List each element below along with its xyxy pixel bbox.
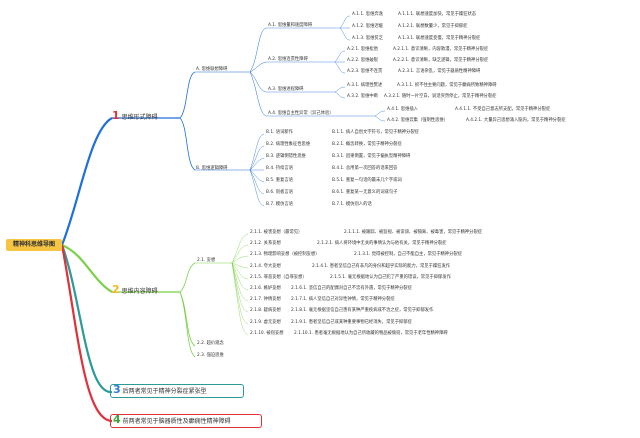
node-B7: B.7. 模仿言语 <box>266 202 293 207</box>
node-A3-2: A.3.2. 思维中断 <box>347 94 378 99</box>
node-2-1-4: 2.1.4. 夸大妄想 <box>250 264 281 269</box>
node-B2-1: B.2.1. 概念转换，常见于精神分裂症 <box>332 142 402 147</box>
node-B3-1: B.3.1. 因果倒置，常见于偏执型精神障碍 <box>332 154 411 159</box>
node-2-1-6: 2.1.6. 嫉妒妄想 <box>250 286 281 291</box>
branch-2: 2 思维内容障碍 <box>112 283 158 296</box>
node-A2-3: A.2.3. 思维不连贯 <box>347 69 383 74</box>
node-A3-2-1: A.3.2.1. 随时一片空白，说话突然停止，常见于精神分裂症 <box>384 94 497 99</box>
node-B5-1: B.5.1. 重复一句话的最末几个字或词 <box>332 178 402 183</box>
node-B3: B.3. 逻辑倒错性思维 <box>266 154 306 159</box>
node-2-1-1: 2.1.1. 被害妄想（最常见） <box>250 230 303 235</box>
node-2-1-2: 2.1.2. 关系妄想 <box>250 241 281 246</box>
node-A: A. 思维联想障碍 <box>196 67 228 72</box>
node-A3-1: A.3.1. 病理性赘述 <box>347 83 383 88</box>
branch-1-number: 1 <box>112 109 120 122</box>
node-A4-2: A.4.2. 思维云集（强制性思维） <box>387 118 449 123</box>
node-B1: B.1. 语词新作 <box>266 130 293 135</box>
node-2-1-8-1: 2.1.8.1. 毫无根据坚信自己患有某种严重疾病或不治之症，常见于抑郁发作 <box>291 308 434 313</box>
branch-3-box <box>110 384 244 398</box>
node-2-1-5: 2.1.5. 罪恶妄想（自罪妄想） <box>250 275 307 280</box>
node-A1-1: A.1.1. 思维奔逸 <box>352 12 383 17</box>
branch-1: 1 思维形式障碍 <box>112 109 158 122</box>
node-2-1: 2.1. 妄想 <box>197 258 216 263</box>
node-A2-2: A.2.2. 思维破裂 <box>347 58 378 63</box>
node-A4: A.4. 思维自主性异常（异己体验） <box>268 111 334 116</box>
node-2-3: 2.3. 强迫思维 <box>197 353 224 358</box>
node-B7-1: B.7.1. 模仿别人的话 <box>332 202 372 207</box>
node-2-1-10-1: 2.1.10.1. 患者毫无根据地认为自己所收藏的物品被偷窃，常见于老年性精神障… <box>294 331 448 336</box>
node-A1-2: A.1.2. 思维迟缓 <box>352 24 383 29</box>
node-B: B. 思维逻辑障碍 <box>196 166 228 171</box>
node-A1-1-1: A.1.1.1. 联想速度加快，常见于躁狂状态 <box>398 12 477 17</box>
node-B1-1: B.1.1. 病人自创文字符号，常见于精神分裂症 <box>332 130 419 135</box>
node-2-1-3: 2.1.3. 物理影响妄想（被控制妄想） <box>250 252 320 257</box>
branch-2-number: 2 <box>112 283 120 296</box>
node-B4-1: B.4.1. 总用第一次回答的话来回答 <box>332 166 398 171</box>
node-A1: A.1. 思维量和速度障碍 <box>268 23 313 28</box>
branch-4-number: 4 <box>113 413 121 426</box>
node-B6-1: B.6.1. 重复某一无意义的词或句子 <box>332 190 398 195</box>
node-A4-1-1: A.4.1.1. 不受自己意志所支配，常见于精神分裂症 <box>455 107 551 112</box>
node-2-1-6-1: 2.1.6.1. 坚信自己的配偶对自己不忠有外遇，常见于精神分裂症 <box>291 286 412 291</box>
node-A2-1: A.2.1. 思维松弛 <box>347 47 378 52</box>
node-A2-3-1: A.2.3.1. 言语杂乱，常见于器质性精神障碍 <box>398 69 481 74</box>
node-2-1-8: 2.1.8. 疑病妄想 <box>250 308 281 313</box>
branch-2-label: 思维内容障碍 <box>121 288 158 295</box>
branch-3: 3 后两者常见于精神分裂症紧张型 <box>113 383 207 396</box>
node-A1-2-1: A.1.2.1. 联想数量少，常见于抑郁症 <box>398 24 468 29</box>
node-A4-1: A.4.1. 思维插入 <box>387 107 418 112</box>
node-B4: B.4. 持续言语 <box>266 166 293 171</box>
node-2-1-9-1: 2.1.9.1. 患者坚信自己或某种重要事物已经消失，常见于抑郁症 <box>291 320 412 325</box>
node-A2: A.2. 思维连贯性障碍 <box>268 57 308 62</box>
branch-3-number: 3 <box>113 383 121 396</box>
node-A2-2-1: A.2.2.1. 意识清晰，缺乏逻辑，常见于精神分裂症 <box>393 58 489 63</box>
node-A1-3: A.1.3. 思维贫乏 <box>352 36 383 41</box>
node-A2-1-1: A.2.1.1. 意识清晰，内容散漫，常见于精神分裂症 <box>393 47 489 52</box>
node-2-1-4-1: 2.1.4.1. 患者坚信自己有非凡的身份和超乎实际的能力，常见于躁狂发作 <box>312 264 451 269</box>
node-A3: A.3. 思维进程障碍 <box>268 87 304 92</box>
node-2-1-9: 2.1.9. 虚无妄想 <box>250 320 281 325</box>
node-A4-2-1: A.4.2.1. 大量异己思想涌入脑内，常见于精神分裂症 <box>466 118 566 123</box>
node-2-1-10: 2.1.10. 被窃妄想 <box>250 331 284 336</box>
node-2-1-5-1: 2.1.5.1. 毫无根据地认为自己犯了严重的错误，常见于抑郁发作 <box>330 275 451 280</box>
branch-1-label: 思维形式障碍 <box>121 114 158 121</box>
node-2-1-1-1: 2.1.1.1. 被跟踪、被监视、被诽谤、被隔离、被毒害，常见于精神分裂症 <box>344 230 483 235</box>
branch-3-label: 后两者常见于精神分裂症紧张型 <box>122 388 207 395</box>
node-A3-1-1: A.3.1.1. 抓不住主要问题，常见于癫痫所致精神障碍 <box>397 83 497 88</box>
branch-4-box <box>110 414 262 428</box>
node-B5: B.5. 重复言语 <box>266 178 293 183</box>
node-2-1-2-1: 2.1.2.1. 病人将环境中无关的事情认为与他有关，常见于精神分裂症 <box>317 241 447 246</box>
node-2-1-3-1: 2.1.3.1. 觉得被控制，自己不能自主，常见于精神分裂症 <box>354 252 462 257</box>
node-2-1-7: 2.1.7. 钟情妄想 <box>250 297 281 302</box>
root-node: 精神科思维导图 <box>6 239 62 251</box>
branch-4-label: 前两者常见于脑器质性及癫痫性精神障碍 <box>122 418 231 425</box>
node-2-1-7-1: 2.1.7.1. 病人坚信自己对异性钟情，常见于精神分裂症 <box>291 297 395 302</box>
node-2-2: 2.2. 超价观念 <box>197 341 224 346</box>
node-B2: B.2. 病理性象征性思维 <box>266 142 311 147</box>
branch-4: 4 前两者常见于脑器质性及癫痫性精神障碍 <box>113 413 231 426</box>
node-B6: B.6. 刻板言语 <box>266 190 293 195</box>
node-A1-3-1: A.1.3.1. 联想速度变慢，常见于精神分裂症 <box>398 36 481 41</box>
